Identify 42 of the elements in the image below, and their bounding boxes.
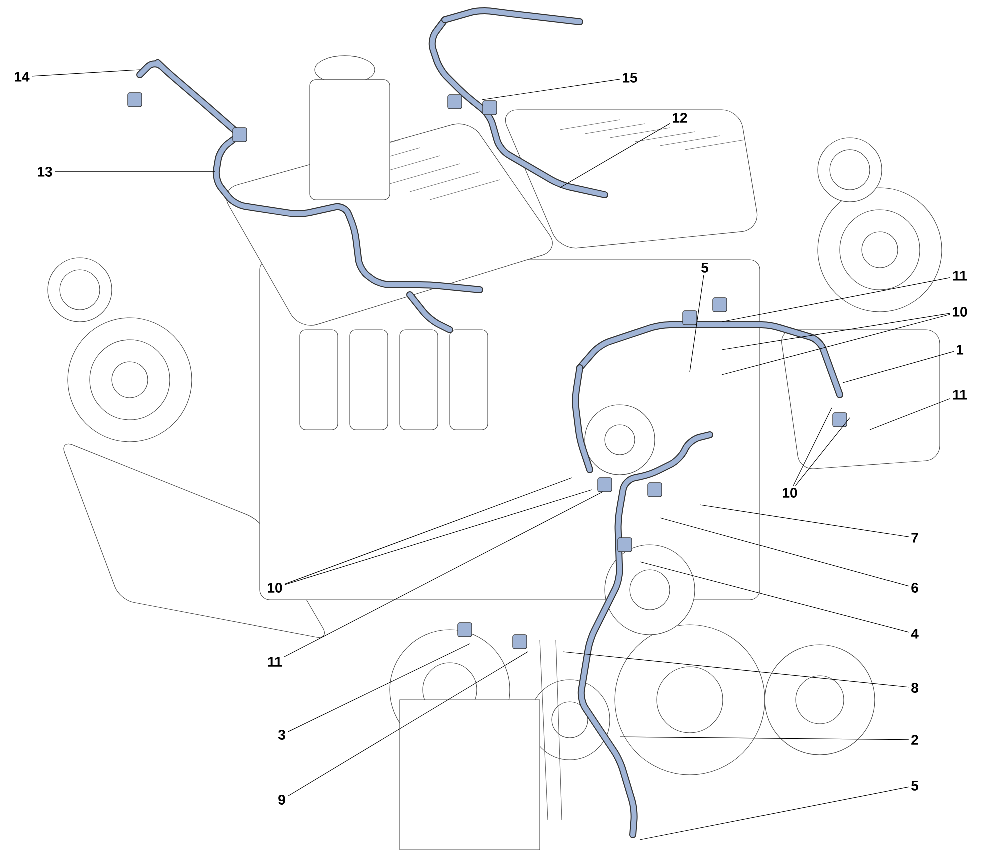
callout-number: 6: [912, 583, 918, 593]
callout-number: 3: [278, 730, 286, 740]
leader-line: [870, 398, 951, 430]
callout-number: 10: [783, 488, 798, 498]
leader-line: [640, 786, 910, 840]
callout-number: 8: [912, 683, 918, 693]
leader-line: [660, 518, 910, 587]
leader-line: [690, 274, 704, 372]
callout-number: 5: [702, 263, 709, 273]
callout-number: 5: [912, 781, 919, 791]
callout-number: 13: [38, 167, 52, 177]
leader-line: [288, 644, 470, 732]
callout-number: 9: [278, 795, 286, 805]
leader-line: [722, 313, 950, 350]
leader-line: [560, 124, 670, 188]
callout-number: 1: [957, 345, 964, 355]
callout-number: 7: [912, 533, 918, 543]
callout-number: 4: [911, 629, 919, 639]
leader-line: [640, 562, 910, 633]
leader-line: [842, 351, 954, 384]
leader-line: [284, 478, 572, 585]
callout-number: 11: [268, 657, 282, 667]
leader-line: [32, 70, 140, 77]
callout-number: 10: [268, 583, 282, 593]
leader-line: [722, 278, 951, 322]
callout-number: 14: [15, 72, 30, 82]
leader-line: [284, 492, 604, 658]
leader-line: [722, 314, 950, 376]
leader-line: [562, 652, 910, 688]
callout-number: 15: [623, 73, 638, 83]
callout-number: 12: [673, 113, 688, 123]
leader-line: [482, 79, 620, 100]
leader-line: [795, 418, 850, 486]
leader-line: [288, 652, 528, 797]
leader-line: [620, 736, 910, 740]
callout-number: 2: [912, 735, 918, 745]
callout-number: 10: [953, 307, 968, 317]
leader-line: [700, 504, 910, 538]
callout-number: 11: [954, 271, 968, 281]
leader-line: [793, 408, 832, 486]
callout-number: 11: [954, 390, 968, 400]
leader-line: [284, 490, 592, 586]
